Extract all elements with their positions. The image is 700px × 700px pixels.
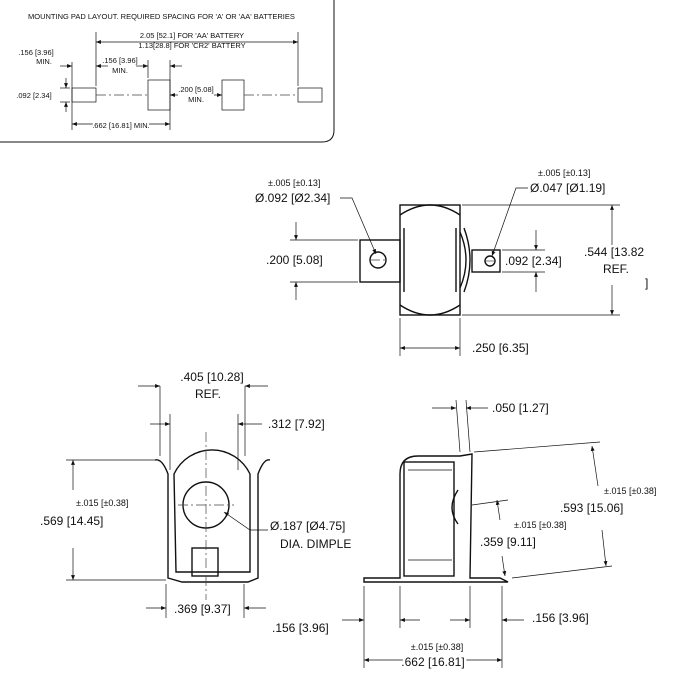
front-width-ref-note: REF. <box>195 387 221 401</box>
right-tab <box>471 249 501 273</box>
side-span-tolerance: ±.015 [±0.38] <box>411 642 463 652</box>
overall-height-ref: REF. <box>603 262 629 276</box>
top-view: ±.005 [±0.13] Ø.092 [Ø2.34] ±.005 [±0.13… <box>255 168 648 356</box>
pad-height-label: .092 [2.34] <box>16 91 51 100</box>
right-tab-height-label: .092 [2.34] <box>505 254 562 268</box>
side-height-tolerance: ±.015 [±0.38] <box>604 486 656 496</box>
pad-span-label: .662 [16.81] MIN. <box>92 121 150 130</box>
left-hole-diameter: Ø.092 [Ø2.34] <box>255 191 330 205</box>
front-tab <box>191 547 219 577</box>
clip-body <box>399 204 461 316</box>
pad-width-outer-label: .156 [3.96] <box>18 48 53 57</box>
side-dimple-tolerance: ±.015 [±0.38] <box>514 520 566 530</box>
front-height-label: .569 [14.45] <box>40 514 103 528</box>
aa-spacing-label: 2.05 [52.1] FOR 'AA' BATTERY <box>140 31 244 40</box>
dimple-diameter-label: Ø.187 [Ø4.75] <box>270 519 345 533</box>
pad-inner-right <box>221 79 245 111</box>
left-hole-leader <box>340 197 377 255</box>
pad-outer-right <box>297 87 323 103</box>
pad-width-outer-min: MIN. <box>36 57 52 66</box>
dimple-note: DIA. DIMPLE <box>280 537 351 551</box>
pad-outer-left <box>71 87 97 103</box>
pad-gap-min: MIN. <box>188 95 204 104</box>
dimple-profile <box>459 231 467 289</box>
tab-height-label: .200 [5.08] <box>266 253 323 267</box>
dim-arrow <box>501 555 507 577</box>
side-foot-right-label: .156 [3.96] <box>532 611 589 625</box>
right-hole-leader <box>491 187 528 257</box>
clip-side-outline <box>363 453 509 583</box>
dim-arrow <box>601 529 608 567</box>
ext-line <box>473 441 601 453</box>
side-dimple-height-label: .359 [9.11] <box>480 535 536 549</box>
clip-side-body <box>403 461 455 577</box>
right-hole-tolerance: ±.005 [±0.13] <box>538 168 590 178</box>
front-width-ref-label: .405 [10.28] <box>180 370 243 384</box>
overall-height-bracket: ] <box>645 276 648 290</box>
dim-arrow <box>495 499 501 521</box>
front-inner-width-label: .312 [7.92] <box>268 417 325 431</box>
side-height-label: .593 [15.06] <box>560 501 623 515</box>
pad-inner-left <box>147 79 171 111</box>
left-hole-tolerance: ±.005 [±0.13] <box>268 178 320 188</box>
tab-length-label: .250 [6.35] <box>472 341 529 355</box>
dim-arrow <box>590 445 599 487</box>
ext-line <box>471 499 509 506</box>
pad-width-inner-min: MIN. <box>112 66 128 75</box>
clip-bottom-curve <box>399 304 461 316</box>
dimple-leader <box>223 511 268 531</box>
ext-line <box>511 565 613 579</box>
side-span-label: .662 [16.81] <box>401 655 464 669</box>
front-base-width-label: .369 [9.37] <box>174 602 231 616</box>
pad-layout-inset: MOUNTING PAD LAYOUT. REQUIRED SPACING FO… <box>0 0 335 143</box>
inset-border <box>0 0 335 143</box>
side-foot-left-label: .156 [3.96] <box>272 621 329 635</box>
dimple-profile <box>463 227 471 293</box>
pad-gap-label: .200 [5.08] <box>178 85 213 94</box>
side-view: .050 [1.27] ±.015 [±0.38] .593 [15.06] ±… <box>272 399 656 672</box>
left-tab <box>359 239 401 283</box>
clip-face <box>173 449 251 573</box>
front-height-tolerance: ±.015 [±0.38] <box>76 498 128 508</box>
side-thickness-label: .050 [1.27] <box>492 401 549 415</box>
clip-top-curve <box>399 204 461 216</box>
cr2-spacing-label: 1.13[28.8] FOR 'CR2' BATTERY <box>138 41 245 50</box>
pad-layout-title: MOUNTING PAD LAYOUT. REQUIRED SPACING FO… <box>28 12 295 21</box>
side-dimple <box>451 489 459 525</box>
right-hole-diameter: Ø.047 [Ø1.19] <box>530 181 605 195</box>
pad-width-inner-label: .156 [3.96] <box>102 56 137 65</box>
clip-outline <box>154 459 271 583</box>
overall-height-label: .544 [13.82 <box>584 245 644 259</box>
front-view: .405 [10.28] REF. .312 [7.92] ±.015 [±0.… <box>40 370 351 618</box>
ext-line <box>455 399 461 453</box>
